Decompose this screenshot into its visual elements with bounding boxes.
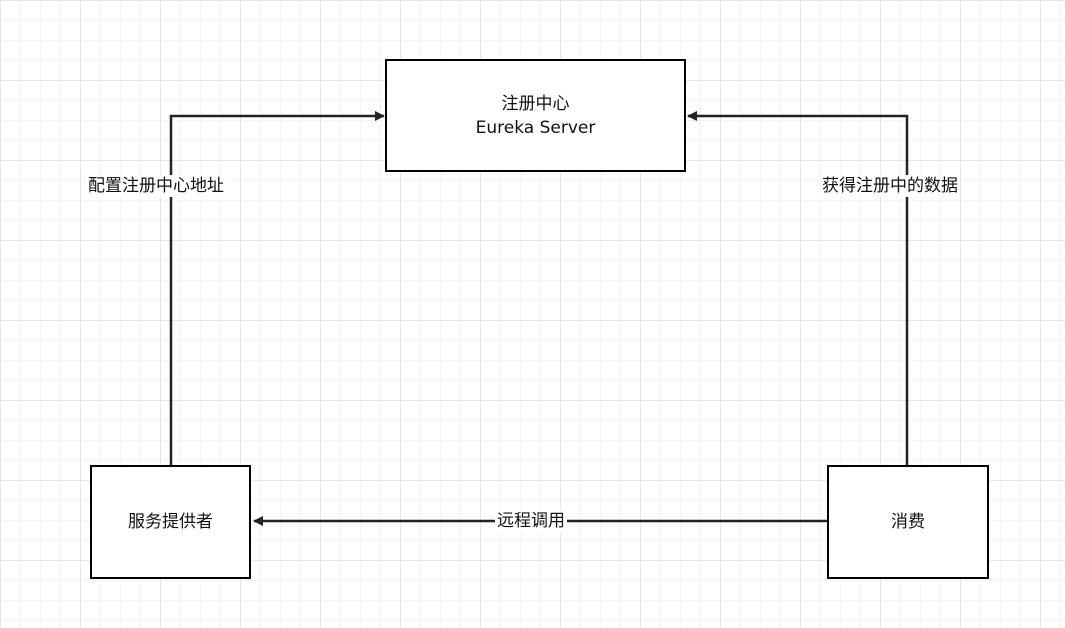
provider-node[interactable]: 服务提供者 bbox=[90, 465, 251, 579]
provider-node-label: 服务提供者 bbox=[128, 512, 213, 532]
edge-provider-to-registry[interactable] bbox=[169, 111, 385, 465]
registry-node-title: 注册中心 bbox=[501, 93, 570, 114]
edge-label-provider-to-registry: 配置注册中心地址 bbox=[86, 175, 226, 197]
edge-label-consumer-to-registry: 获得注册中的数据 bbox=[820, 175, 960, 197]
consumer-node[interactable]: 消费 bbox=[827, 465, 989, 579]
registry-node[interactable]: 注册中心 Eureka Server bbox=[385, 59, 686, 172]
registry-node-subtitle: Eureka Server bbox=[475, 117, 596, 138]
edge-label-consumer-to-provider: 远程调用 bbox=[495, 510, 567, 532]
consumer-node-label: 消费 bbox=[891, 512, 925, 532]
edge-consumer-to-registry[interactable] bbox=[687, 111, 909, 465]
